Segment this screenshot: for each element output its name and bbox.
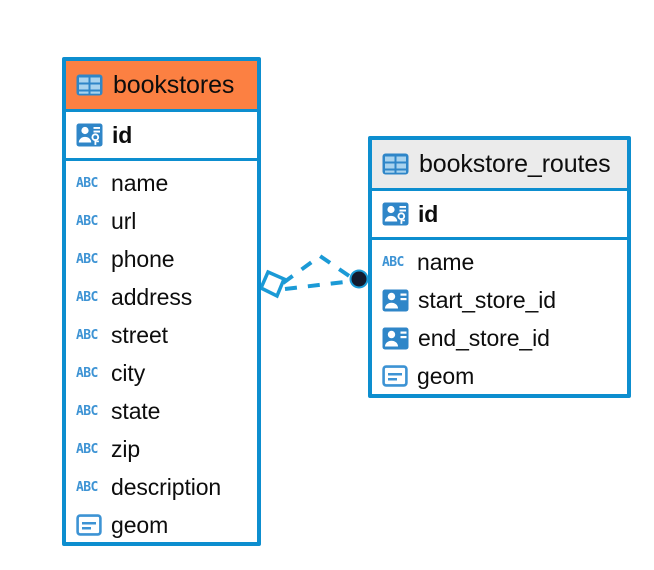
table-icon — [382, 153, 409, 175]
field-list-bookstores: ABC name ABC url ABC phone ABC address A… — [66, 161, 257, 548]
field-row-address[interactable]: ABC address — [66, 278, 257, 316]
field-name: url — [111, 207, 137, 234]
field-name: address — [111, 283, 193, 310]
field-name: end_store_id — [418, 324, 550, 351]
field-row-description[interactable]: ABC description — [66, 468, 257, 506]
text-type-icon: ABC — [76, 213, 98, 229]
field-row-primary-key[interactable]: id — [372, 191, 627, 237]
primary-key-icon — [382, 202, 409, 226]
field-row-name[interactable]: ABC name — [372, 243, 627, 281]
field-row-url[interactable]: ABC url — [66, 202, 257, 240]
field-row-phone[interactable]: ABC phone — [66, 240, 257, 278]
field-row-street[interactable]: ABC street — [66, 316, 257, 354]
field-row-city[interactable]: ABC city — [66, 354, 257, 392]
primary-key-block-bookstore-routes: id — [372, 188, 627, 240]
entity-bookstores[interactable]: bookstores id ABC name — [62, 57, 261, 546]
field-name: state — [111, 397, 161, 424]
entity-header-bookstore-routes[interactable]: bookstore_routes — [372, 140, 627, 188]
text-type-icon: ABC — [76, 175, 98, 191]
text-type-icon: ABC — [76, 251, 98, 267]
field-name: name — [417, 248, 475, 275]
entity-header-bookstores[interactable]: bookstores — [66, 61, 257, 109]
primary-key-icon — [76, 123, 103, 147]
text-type-icon: ABC — [76, 441, 98, 457]
field-row-geom[interactable]: geom — [372, 357, 627, 395]
foreign-key-icon — [382, 289, 409, 311]
field-name: id — [112, 121, 133, 148]
relationship-line-upper — [281, 253, 357, 285]
entity-bookstore-routes[interactable]: bookstore_routes id ABC nam — [368, 136, 631, 398]
text-type-icon: ABC — [76, 479, 98, 495]
field-name: id — [418, 200, 439, 227]
field-name: description — [111, 473, 222, 500]
field-name: name — [111, 169, 169, 196]
field-name: zip — [111, 435, 141, 462]
text-type-icon: ABC — [76, 289, 98, 305]
text-type-icon: ABC — [382, 254, 404, 270]
field-name: geom — [417, 362, 475, 389]
field-row-start-store-id[interactable]: start_store_id — [372, 281, 627, 319]
entity-title: bookstores — [113, 70, 235, 99]
field-name: geom — [111, 511, 169, 538]
relationship-line-lower — [284, 279, 354, 291]
geometry-type-icon — [382, 365, 408, 387]
table-icon — [76, 74, 103, 96]
geometry-type-icon — [76, 514, 102, 536]
field-name: city — [111, 359, 146, 386]
filled-circle-icon — [349, 269, 369, 289]
field-name: start_store_id — [418, 286, 556, 313]
foreign-key-icon — [382, 327, 409, 349]
field-row-name[interactable]: ABC name — [66, 164, 257, 202]
text-type-icon: ABC — [76, 327, 98, 343]
text-type-icon: ABC — [76, 403, 98, 419]
field-row-end-store-id[interactable]: end_store_id — [372, 319, 627, 357]
field-list-bookstore-routes: ABC name start_store_id — [372, 240, 627, 399]
field-row-geom[interactable]: geom — [66, 506, 257, 544]
primary-key-block-bookstores: id — [66, 109, 257, 161]
diamond-outline-icon — [258, 269, 287, 299]
field-row-zip[interactable]: ABC zip — [66, 430, 257, 468]
entity-title: bookstore_routes — [419, 149, 611, 178]
field-row-state[interactable]: ABC state — [66, 392, 257, 430]
field-row-primary-key[interactable]: id — [66, 112, 257, 158]
text-type-icon: ABC — [76, 365, 98, 381]
field-name: phone — [111, 245, 175, 272]
field-name: street — [111, 321, 168, 348]
